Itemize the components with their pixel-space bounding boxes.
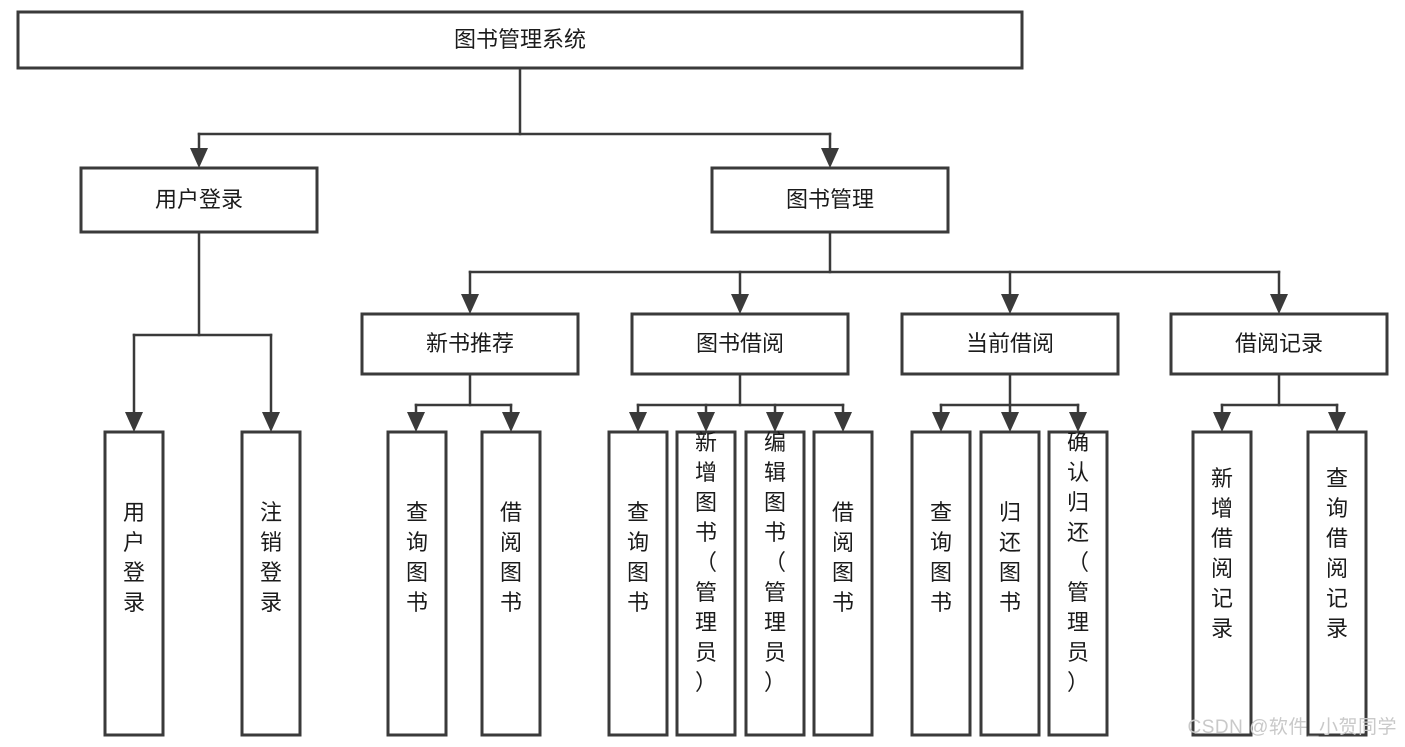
leaf-label-confirm-return: 确认归还（管理员） <box>1067 430 1089 695</box>
arrow-book-borrow-leaf3 <box>766 412 784 432</box>
leaf-box-return-book[interactable] <box>979 430 1041 737</box>
node-root-box[interactable] <box>16 10 1024 70</box>
leaf-label-query-book-current: 查询图书 <box>930 500 952 615</box>
arrow-current-borrow-leaf1 <box>932 412 950 432</box>
node-book-manage-box[interactable] <box>710 166 950 234</box>
leaf-box-confirm-return[interactable] <box>1047 430 1109 737</box>
leaf-label-logout: 注销登录 <box>260 500 282 615</box>
connector-layer <box>125 66 1346 432</box>
node-leaf[interactable]: 编辑图书（管理员） <box>744 430 806 737</box>
node-user-login[interactable]: 用户登录 <box>79 166 319 234</box>
leaf-label-return-book: 归还图书 <box>999 500 1021 615</box>
arrow-user-login-leaf1 <box>125 412 143 432</box>
node-book-manage[interactable]: 图书管理 <box>710 166 950 234</box>
arrow-borrow-record-leaf1 <box>1213 412 1231 432</box>
node-leaf[interactable]: 新增借阅记录 <box>1191 430 1253 737</box>
arrow-to-book-borrow <box>731 294 749 314</box>
node-book-borrow-label: 图书借阅 <box>696 331 784 356</box>
leaf-box-query-book-current[interactable] <box>910 430 972 737</box>
node-leaf[interactable]: 注销登录 <box>240 430 302 737</box>
arrow-to-borrow-record <box>1270 294 1288 314</box>
node-new-book-recommend-label: 新书推荐 <box>426 331 514 356</box>
node-leaf[interactable]: 借阅图书 <box>480 430 542 737</box>
node-current-borrow-box[interactable] <box>900 312 1120 376</box>
leaf-label-query-book-recommend: 查询图书 <box>406 500 428 615</box>
arrow-current-borrow-leaf3 <box>1069 412 1087 432</box>
leaf-label-user-login: 用户登录 <box>123 500 145 615</box>
leaf-label-edit-book: 编辑图书（管理员） <box>764 430 786 695</box>
node-borrow-record[interactable]: 借阅记录 <box>1169 312 1389 376</box>
node-root-label: 图书管理系统 <box>454 27 586 52</box>
node-leaf[interactable]: 借阅图书 <box>812 430 874 737</box>
node-leaf[interactable]: 查询图书 <box>386 430 448 737</box>
node-borrow-record-label: 借阅记录 <box>1235 331 1323 356</box>
arrow-book-borrow-leaf1 <box>629 412 647 432</box>
leaf-box-user-login[interactable] <box>103 430 165 737</box>
leaf-box-logout[interactable] <box>240 430 302 737</box>
arrow-root-to-book-manage <box>821 148 839 168</box>
node-leaf[interactable]: 查询图书 <box>607 430 669 737</box>
node-new-book-recommend-box[interactable] <box>360 312 580 376</box>
arrow-current-borrow-leaf2 <box>1001 412 1019 432</box>
leaf-label-borrow-book-recommend: 借阅图书 <box>500 500 522 615</box>
node-current-borrow[interactable]: 当前借阅 <box>900 312 1120 376</box>
leaf-box-query-borrow-record[interactable] <box>1306 430 1368 737</box>
leaf-label-add-book: 新增图书（管理员） <box>695 430 717 695</box>
node-user-login-label: 用户登录 <box>155 187 243 212</box>
leaf-label-query-book-borrow: 查询图书 <box>627 500 649 615</box>
leaf-box-borrow-book[interactable] <box>812 430 874 737</box>
node-borrow-record-box[interactable] <box>1169 312 1389 376</box>
arrow-to-current-borrow <box>1001 294 1019 314</box>
node-book-borrow-box[interactable] <box>630 312 850 376</box>
arrow-borrow-record-leaf2 <box>1328 412 1346 432</box>
arrow-root-to-user-login <box>190 148 208 168</box>
leaf-box-edit-book[interactable] <box>744 430 806 737</box>
arrow-book-borrow-leaf4 <box>834 412 852 432</box>
node-leaf[interactable]: 用户登录 <box>103 430 165 737</box>
node-leaf[interactable]: 查询图书 <box>910 430 972 737</box>
leaf-box-query-book-recommend[interactable] <box>386 430 448 737</box>
node-book-borrow[interactable]: 图书借阅 <box>630 312 850 376</box>
arrow-user-login-leaf2 <box>262 412 280 432</box>
node-leaf[interactable]: 查询借阅记录 <box>1306 430 1368 737</box>
node-user-login-box[interactable] <box>79 166 319 234</box>
leaf-box-query-book-borrow[interactable] <box>607 430 669 737</box>
leaf-label-add-borrow-record: 新增借阅记录 <box>1211 466 1233 641</box>
arrow-new-book-leaf2 <box>502 412 520 432</box>
leaf-box-add-book[interactable] <box>675 430 737 737</box>
arrow-book-borrow-leaf2 <box>697 412 715 432</box>
node-leaf[interactable]: 确认归还（管理员） <box>1047 430 1109 737</box>
csdn-watermark: CSDN @软件_小贺同学 <box>1187 717 1397 738</box>
node-leaf[interactable]: 归还图书 <box>979 430 1041 737</box>
node-leaf[interactable]: 新增图书（管理员） <box>675 430 737 737</box>
node-new-book-recommend[interactable]: 新书推荐 <box>360 312 580 376</box>
arrow-new-book-leaf1 <box>407 412 425 432</box>
arrow-to-new-book-recommend <box>461 294 479 314</box>
leaf-label-borrow-book: 借阅图书 <box>832 500 854 615</box>
node-root[interactable]: 图书管理系统 <box>16 10 1024 70</box>
node-current-borrow-label: 当前借阅 <box>966 331 1054 356</box>
leaf-label-query-borrow-record: 查询借阅记录 <box>1326 466 1348 641</box>
leaf-box-borrow-book-recommend[interactable] <box>480 430 542 737</box>
node-book-manage-label: 图书管理 <box>786 187 874 212</box>
leaf-box-add-borrow-record[interactable] <box>1191 430 1253 737</box>
